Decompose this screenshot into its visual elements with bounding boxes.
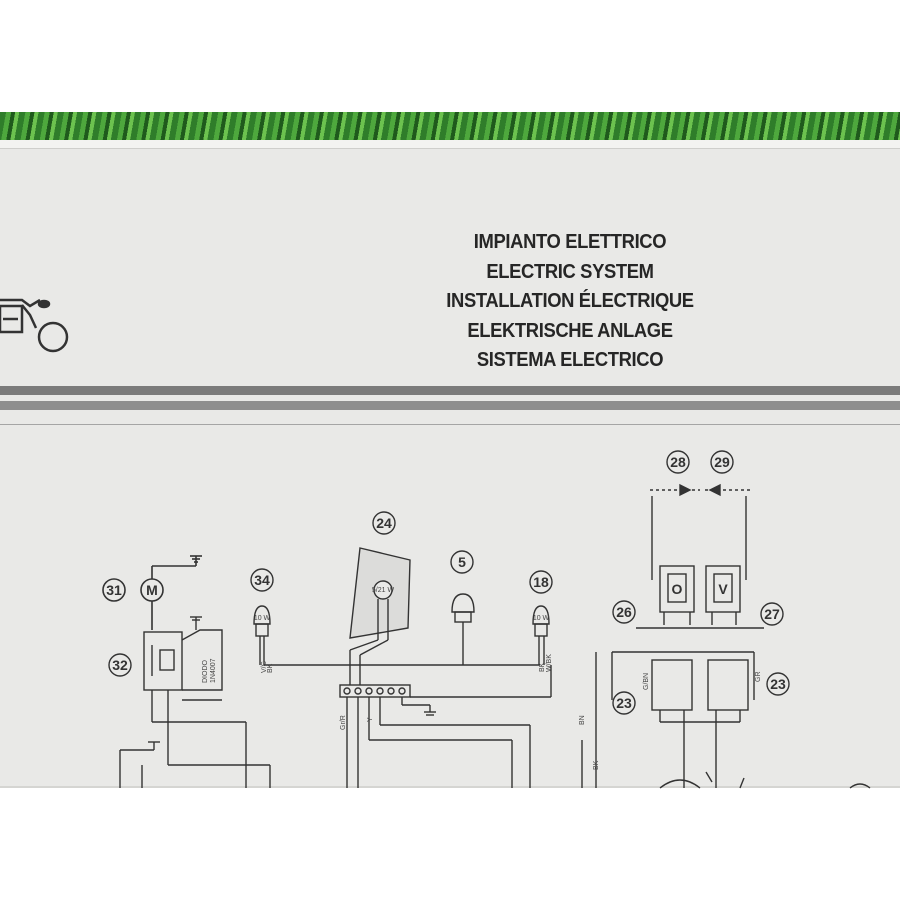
bulb-24-rating: 5/21 W [372, 587, 395, 594]
relay-32 [108, 616, 271, 788]
bulb-18 [529, 570, 553, 665]
header-band-dark [0, 386, 900, 395]
wire-label-bn: BN [579, 715, 586, 725]
heading-line-de: ELEKTRISCHE ANLAGE [467, 319, 673, 342]
label-31: 31 [106, 582, 122, 598]
flasher-23-right [766, 672, 790, 696]
heading-line-it: IMPIANTO ELETTRICO [473, 231, 667, 253]
wire-label-bk1: BK [267, 663, 274, 673]
wire-label-bk2: BK [539, 662, 546, 672]
connector-block [339, 665, 552, 788]
motorcycle-icon [0, 298, 69, 353]
label-34: 34 [254, 572, 270, 588]
heading-line-fr: INSTALLATION ÉLECTRIQUE [446, 290, 694, 312]
tail-lamp-24 [349, 511, 411, 685]
label-23-right: 23 [770, 676, 786, 692]
heading-line-es: SISTEMA ELECTRICO [476, 349, 664, 371]
header-band-light [0, 401, 900, 410]
wire-label-bk3: BK [593, 760, 600, 770]
wire-label-y: Y [367, 717, 374, 722]
label-29: 29 [714, 454, 730, 470]
label-24: 24 [376, 515, 392, 531]
wire-label-vg: V/G [261, 661, 268, 673]
label-23-left: 23 [616, 695, 632, 711]
heading-line-en: ELECTRIC SYSTEM [486, 260, 654, 283]
manual-page [0, 140, 900, 788]
label-32: 32 [112, 657, 128, 673]
label-diode-part: 1N4007 [210, 658, 217, 683]
header-rule [0, 424, 900, 425]
motor-31 [102, 555, 202, 630]
page-edge [0, 140, 900, 149]
indicator-lamps [650, 450, 750, 580]
motor-symbol: M [146, 582, 158, 598]
label-27: 27 [764, 606, 780, 622]
label-28: 28 [670, 454, 686, 470]
plate-light-5 [450, 550, 475, 665]
bulb-18-rating: 10 W [533, 615, 550, 622]
wire-label-wbk: W/BK [546, 654, 553, 672]
bulb-34 [250, 568, 540, 666]
switch-o-symbol: O [672, 581, 683, 597]
label-18: 18 [533, 574, 549, 590]
label-5: 5 [458, 554, 466, 570]
section-heading: IMPIANTO ELETTRICO ELECTRIC SYSTEM INSTA… [432, 228, 708, 376]
wire-label-gbn: G/BN [643, 673, 650, 690]
partial-components [659, 771, 871, 789]
label-26: 26 [616, 604, 632, 620]
bulb-34-rating: 10 W [254, 615, 271, 622]
flasher-23-left [612, 691, 636, 715]
switch-assembly [581, 565, 784, 788]
wire-label-grr: Gr/R [340, 715, 347, 730]
label-diode: DIODO [202, 660, 209, 684]
switch-v-symbol: V [718, 581, 728, 597]
wire-label-gr: GR [755, 672, 762, 683]
